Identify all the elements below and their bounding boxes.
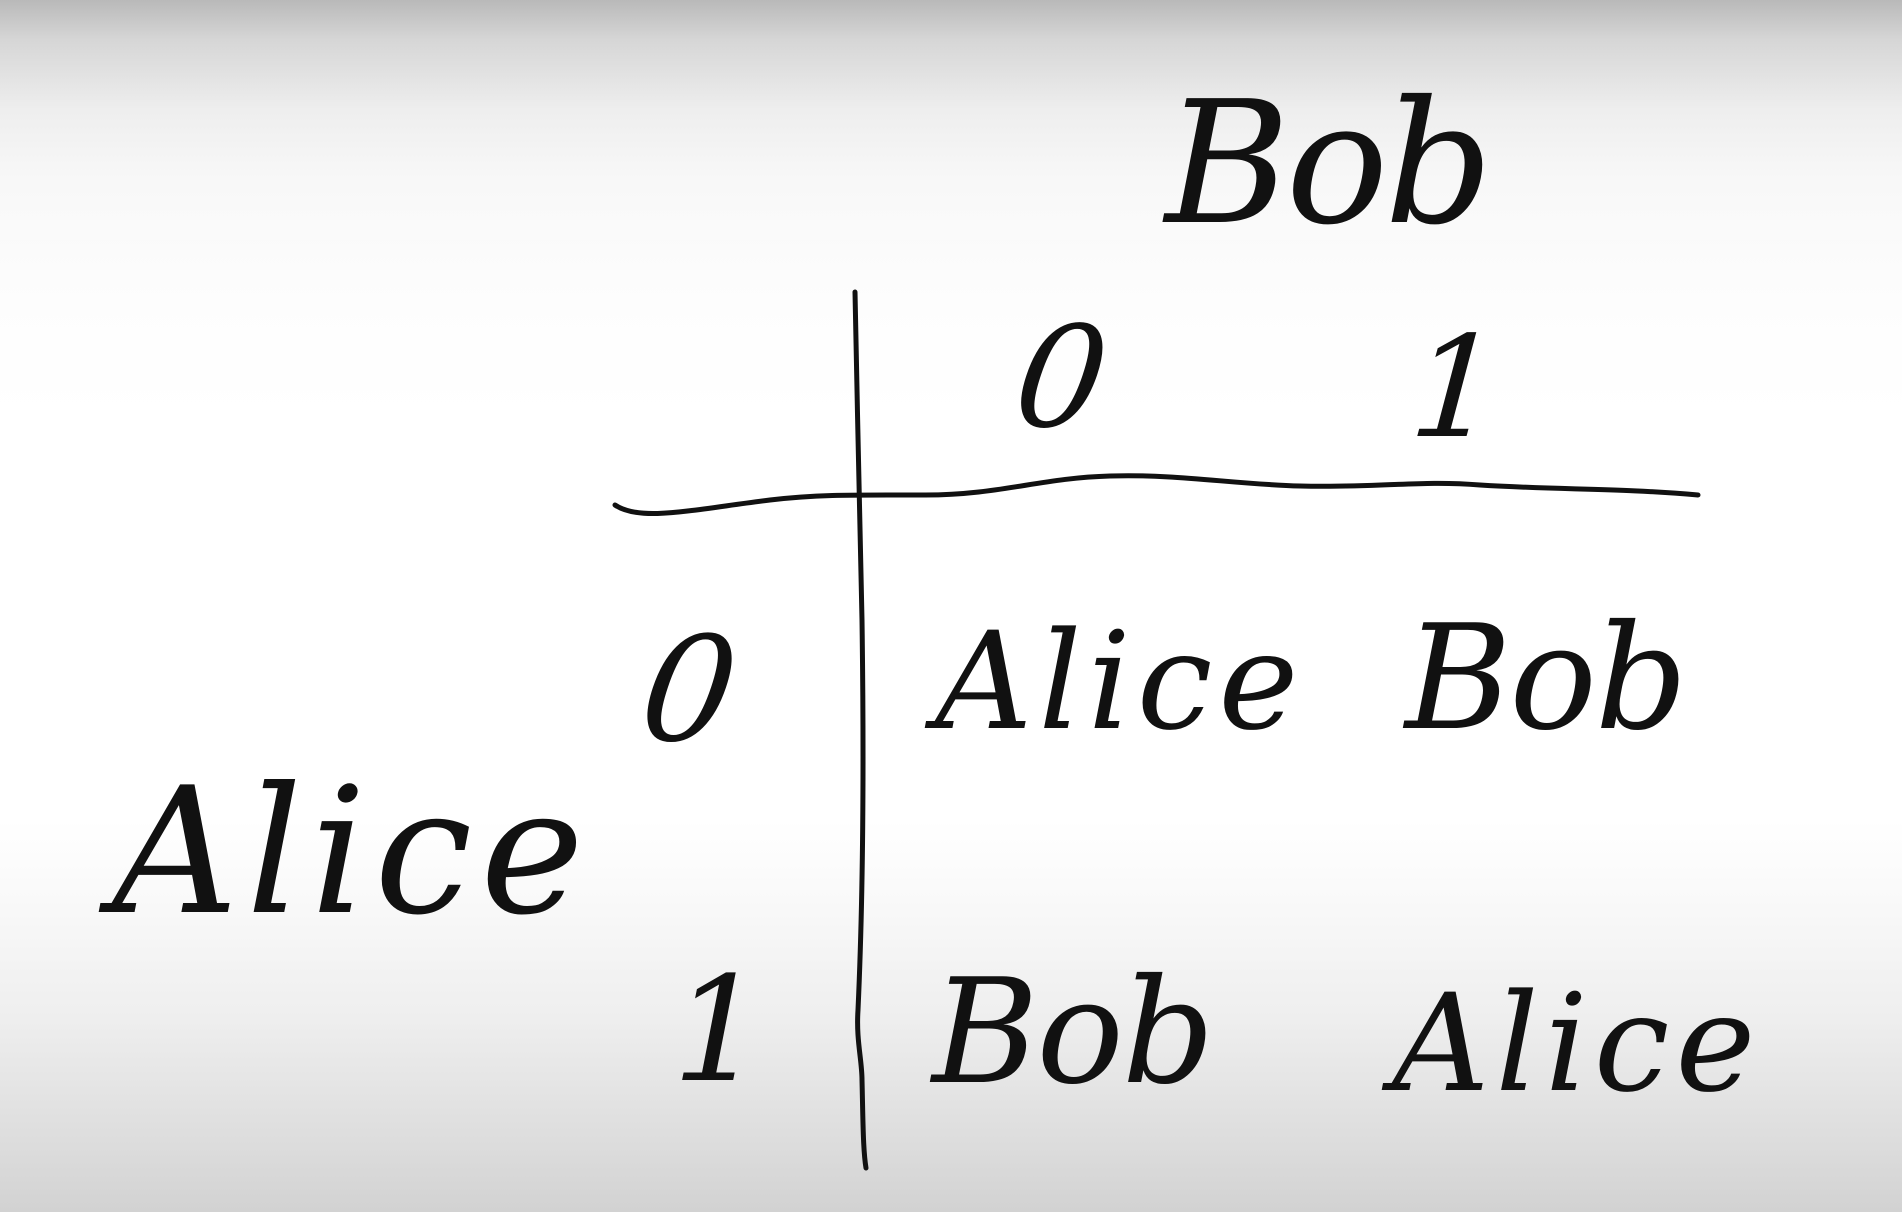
cell-row1-col0: Bob — [929, 948, 1213, 1117]
row-divider-line — [852, 289, 869, 1171]
cell-row0-col1: Bob — [1402, 594, 1686, 763]
cell-row1-col1: Alice — [1381, 965, 1761, 1122]
row-player-label: Alice — [98, 751, 592, 954]
header-divider-line — [612, 473, 1701, 517]
column-choice-0: 0 — [1005, 297, 1117, 460]
cell-row0-col0: Alice — [924, 603, 1304, 760]
column-choice-1: 1 — [1405, 307, 1505, 470]
row-choice-0: 0 — [631, 607, 747, 775]
row-choice-1: 1 — [672, 946, 764, 1115]
column-player-label: Bob — [1162, 65, 1489, 263]
